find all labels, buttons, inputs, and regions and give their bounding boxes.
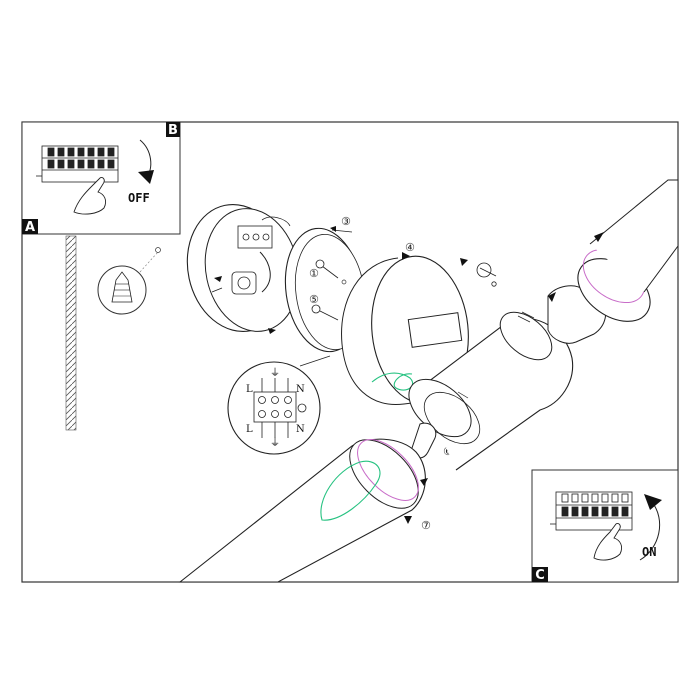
junction-box	[186, 203, 300, 334]
terminal-top-l: L	[246, 384, 253, 395]
switch-on-arrow-icon	[639, 501, 661, 561]
inset-c-letter: C	[535, 568, 545, 583]
circuit-breaker-block-on	[550, 491, 633, 531]
inset-a-badge	[22, 219, 38, 234]
inset-b-letter: B	[168, 123, 178, 138]
bulb-outline-green	[320, 460, 381, 521]
glass-tube-upper	[589, 179, 679, 293]
terminal-bottom-n: N	[296, 424, 305, 435]
wall-plug-detail	[97, 247, 161, 315]
inset-a-letter: A	[25, 220, 35, 235]
inset-on: C ON	[531, 469, 679, 583]
terminal-bottom-earth: ⏚	[270, 437, 280, 449]
step-3-label: ③	[341, 215, 351, 228]
wall-section	[65, 235, 77, 431]
step-7-label: ⑦	[421, 519, 431, 532]
inset-c-badge	[532, 567, 548, 582]
step-5-label: ⑤	[309, 293, 319, 306]
terminal-top-n: N	[296, 384, 305, 395]
off-label: OFF	[128, 191, 150, 205]
lamp-body	[408, 311, 574, 471]
terminal-top-earth: ⏚	[270, 367, 280, 379]
on-label: ON	[642, 545, 656, 559]
fixing-screw	[476, 262, 497, 287]
lamp-base-disc	[341, 252, 469, 405]
upper-lamp-assembly	[547, 179, 679, 344]
diagram-frame	[21, 121, 679, 583]
terminal-bottom-l: L	[246, 424, 253, 435]
terminal-wiring-detail: L ⏚ N L ⏚ N	[227, 355, 331, 455]
inset-b-badge	[166, 122, 180, 137]
step-1-label: ①	[309, 267, 319, 280]
circuit-breaker-block	[36, 145, 119, 183]
hand-icon	[73, 177, 107, 215]
screw-icon	[311, 259, 339, 321]
lower-lamp-assembly	[178, 422, 437, 583]
inset-off: B A OFF	[21, 121, 181, 235]
step-4-label: ④	[405, 241, 415, 254]
hand-icon-on	[593, 523, 623, 561]
